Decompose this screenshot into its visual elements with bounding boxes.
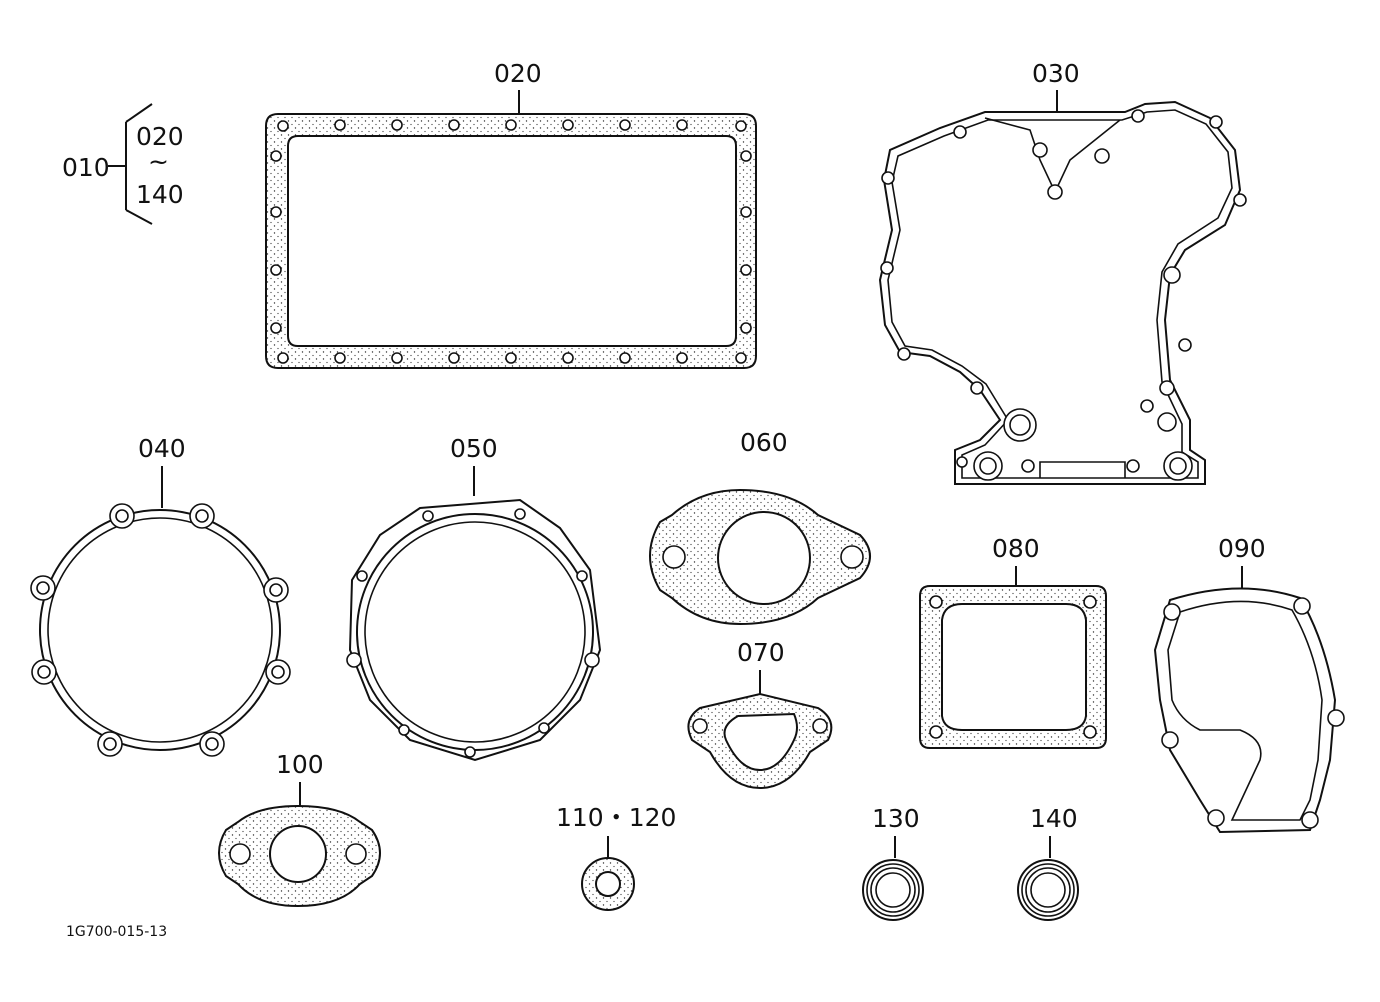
label-130: 130 — [872, 804, 920, 833]
part-140-oil-seal: 140 — [1017, 804, 1079, 921]
label-kit-to: 140 — [136, 180, 184, 209]
part-130-oil-seal: 130 — [862, 804, 924, 921]
part-070-gasket: 070 — [687, 638, 833, 790]
label-030: 030 — [1032, 59, 1080, 88]
part-030-gear-case-gasket: 030 — [878, 59, 1247, 485]
drawing-code: 1G700-015-13 — [66, 924, 167, 940]
label-090: 090 — [1218, 534, 1266, 563]
label-040: 040 — [138, 434, 186, 463]
label-070: 070 — [737, 638, 785, 667]
part-110-120-washer: 110・120 — [556, 803, 676, 912]
label-080: 080 — [992, 534, 1040, 563]
part-100-gasket: 100 — [218, 750, 381, 908]
label-100: 100 — [276, 750, 324, 779]
part-080-gasket: 080 — [919, 534, 1107, 749]
label-060: 060 — [740, 428, 788, 457]
label-140: 140 — [1030, 804, 1078, 833]
label-110-120: 110・120 — [556, 803, 676, 832]
part-040-gasket: 040 — [30, 434, 291, 757]
kit-bracket-010: 010 020 ~ 140 — [62, 103, 184, 225]
label-kit-tilde: ~ — [148, 147, 169, 176]
part-050-gasket: 050 — [346, 434, 602, 762]
label-050: 050 — [450, 434, 498, 463]
label-kit-from: 020 — [136, 122, 184, 151]
part-060-gasket: 060 — [649, 428, 871, 626]
label-020: 020 — [494, 59, 542, 88]
part-020-oil-pan-gasket: 020 — [265, 59, 757, 369]
part-090-gasket: 090 — [1153, 534, 1345, 834]
label-010: 010 — [62, 153, 110, 182]
